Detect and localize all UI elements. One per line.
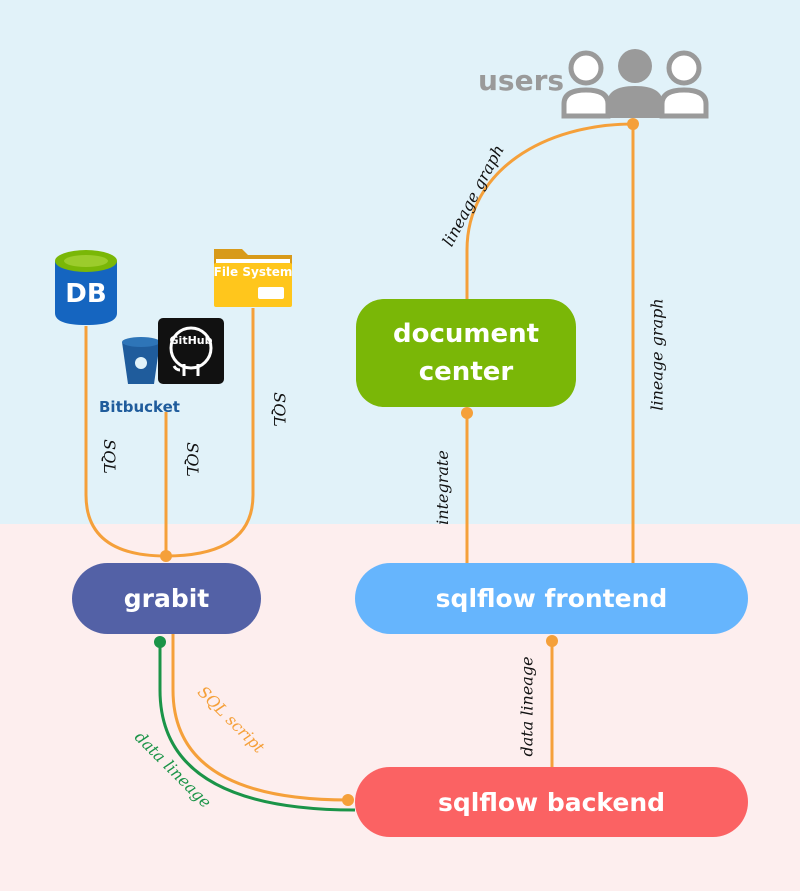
grabit-node[interactable]: grabit (72, 563, 261, 634)
edge-label-lineage-graph-frontend: lineage graph (647, 298, 667, 411)
github-label: GitHub (169, 334, 213, 347)
sqlflow-frontend-node[interactable]: sqlflow frontend (355, 563, 748, 634)
github-icon: GitHub (158, 318, 224, 384)
edge-backend-to-grabit-lineage (158, 642, 356, 812)
bitbucket-icon (119, 334, 163, 386)
junction-dot-frontend-bottom (546, 635, 558, 647)
bitbucket-label: Bitbucket (99, 398, 180, 416)
edge-grabit-to-backend-sql (171, 634, 349, 802)
junction-dot-doc-bottom (461, 407, 473, 419)
users-label: users (478, 64, 565, 97)
edge-label-integrate: integrate (432, 450, 452, 525)
edge-label-data-lineage-frontend: data lineage (517, 656, 537, 757)
folder-label: File System (213, 265, 293, 279)
junction-dot-grabit-bottom (154, 636, 166, 648)
sqlflow-backend-node[interactable]: sqlflow backend (355, 767, 748, 837)
junction-dot-backend-left (342, 794, 354, 806)
junction-dot-grabit-top (160, 550, 172, 562)
database-icon: DB (53, 249, 119, 325)
edge-doc-to-users (465, 122, 634, 299)
edge-db-to-grabit (84, 326, 167, 558)
edge-filesystem-to-grabit (165, 308, 255, 558)
upper-background (0, 0, 800, 524)
folder-icon: File System (212, 245, 294, 309)
users-icon (560, 46, 710, 120)
edge-label-sql-db: SQL (99, 439, 119, 474)
edge-label-sql-filesystem: SQL (269, 392, 289, 427)
edge-label-sql-bitbucket: SQL (182, 442, 202, 477)
database-label: DB (65, 279, 107, 309)
